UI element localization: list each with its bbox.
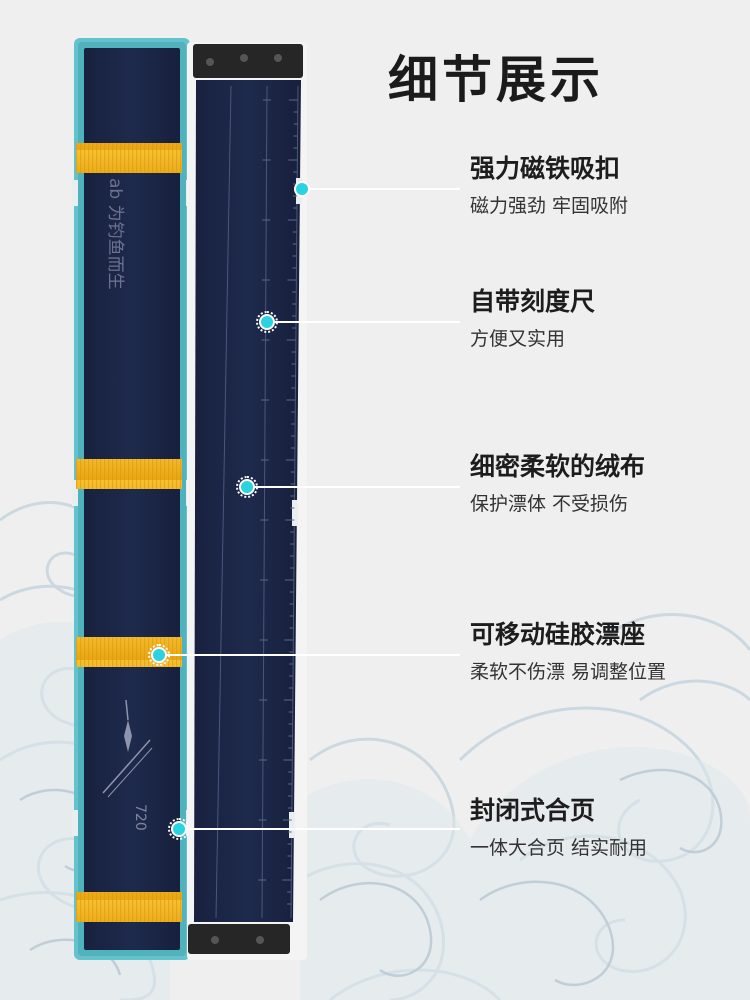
- feature-desc: 方便又实用: [470, 328, 566, 350]
- callout-ring-fabric: [236, 476, 258, 498]
- feature-desc: 保护漂体 不受损伤: [470, 493, 629, 515]
- callout-ring-ruler: [256, 311, 278, 333]
- callout-dot-float-seat: [153, 649, 165, 661]
- page-title: 细节展示: [388, 51, 604, 109]
- feature-desc: 磁力强劲 牢固吸附: [470, 195, 629, 217]
- callout-dot-fabric: [241, 481, 253, 493]
- feature-title: 封闭式合页: [470, 796, 596, 825]
- callout-dot-magnet: [296, 183, 308, 195]
- box-inner: [187, 42, 307, 960]
- feature-float-seat: 可移动硅胶漂座 柔软不伤漂 易调整位置: [470, 620, 666, 684]
- callout-line-float-seat: [160, 654, 460, 656]
- callout-dot-hinge: [173, 823, 185, 835]
- callout-ring-hinge: [168, 818, 190, 840]
- brand-text: ab 为钓鱼而生: [105, 178, 125, 290]
- box-lid: [72, 38, 192, 960]
- feature-desc: 一体大合页 结实耐用: [470, 837, 648, 859]
- feature-magnet: 强力磁铁吸扣 磁力强劲 牢固吸附: [470, 154, 628, 218]
- callout-dot-ruler: [261, 316, 273, 328]
- feature-hinge: 封闭式合页 一体大合页 结实耐用: [470, 796, 647, 860]
- callout-line-hinge: [180, 828, 460, 830]
- feature-title: 细密柔软的绒布: [470, 452, 646, 481]
- model-number: 720: [132, 804, 148, 831]
- callout-line-fabric: [248, 486, 460, 488]
- ruler-ticks: [258, 99, 298, 905]
- callout-ring-float-seat: [148, 644, 170, 666]
- feature-title: 可移动硅胶漂座: [470, 620, 646, 649]
- feature-title: 强力磁铁吸扣: [470, 154, 621, 183]
- feature-title: 自带刻度尺: [470, 287, 596, 316]
- feature-desc: 柔软不伤漂 易调整位置: [470, 661, 667, 683]
- callout-line-ruler: [268, 321, 460, 323]
- feature-fabric: 细密柔软的绒布 保护漂体 不受损伤: [470, 452, 645, 516]
- callout-line-magnet: [302, 188, 460, 190]
- feature-ruler: 自带刻度尺 方便又实用: [470, 287, 595, 351]
